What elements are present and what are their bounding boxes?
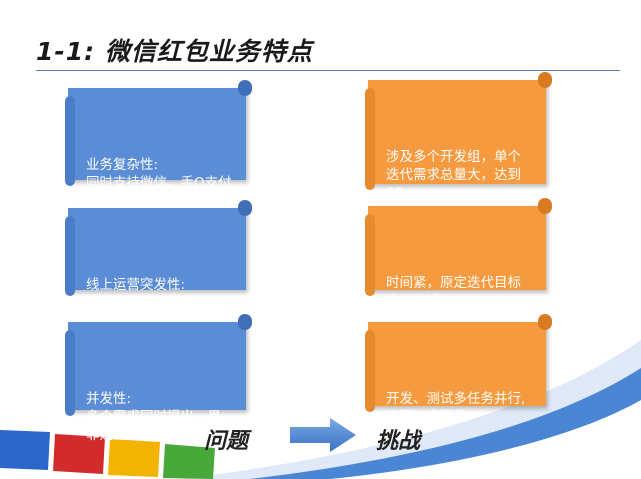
label-problems: 问题 [204,429,249,454]
problem-card-concurrency: 并发性: 多个需求同时提出，墨 菲定律 [65,314,252,443]
color-stripes [0,430,215,479]
slide-title: 1-1: 微信红包业务特点 [36,37,313,66]
problem-card-complexity: 业务复杂性: 同时支持微信，手Q支付, 多终端，多数据中心 [65,80,252,209]
challenge-card-parallel: 开发、测试多任务并行, 资源冲突严重 [365,314,552,425]
right-arrow-icon [290,418,356,452]
background-swoosh [180,340,641,479]
challenge-card-scale: 涉及多个开发组，单个 迭代需求总量大，达到 60+ [365,72,552,201]
problem-card-text: 线上运营突发性: 随时响应线上紧急需求 [86,277,221,311]
problem-card-text: 业务复杂性: 同时支持微信，手Q支付, 多终端，多数据中心 [86,157,236,209]
problem-card-burst: 线上运营突发性: 随时响应线上紧急需求 [65,200,252,311]
challenge-card-text: 时间紧，原定迭代目标 难以达成 [386,275,521,309]
problem-card-text: 并发性: 多个需求同时提出，墨 菲定律 [86,391,221,443]
challenge-card-text: 开发、测试多任务并行, 资源冲突严重 [386,391,526,425]
challenge-card-text: 涉及多个开发组，单个 迭代需求总量大，达到 60+ [386,149,521,201]
label-challenges: 挑战 [376,429,421,454]
title-divider [36,70,620,71]
challenge-card-time: 时间紧，原定迭代目标 难以达成 [365,198,552,309]
